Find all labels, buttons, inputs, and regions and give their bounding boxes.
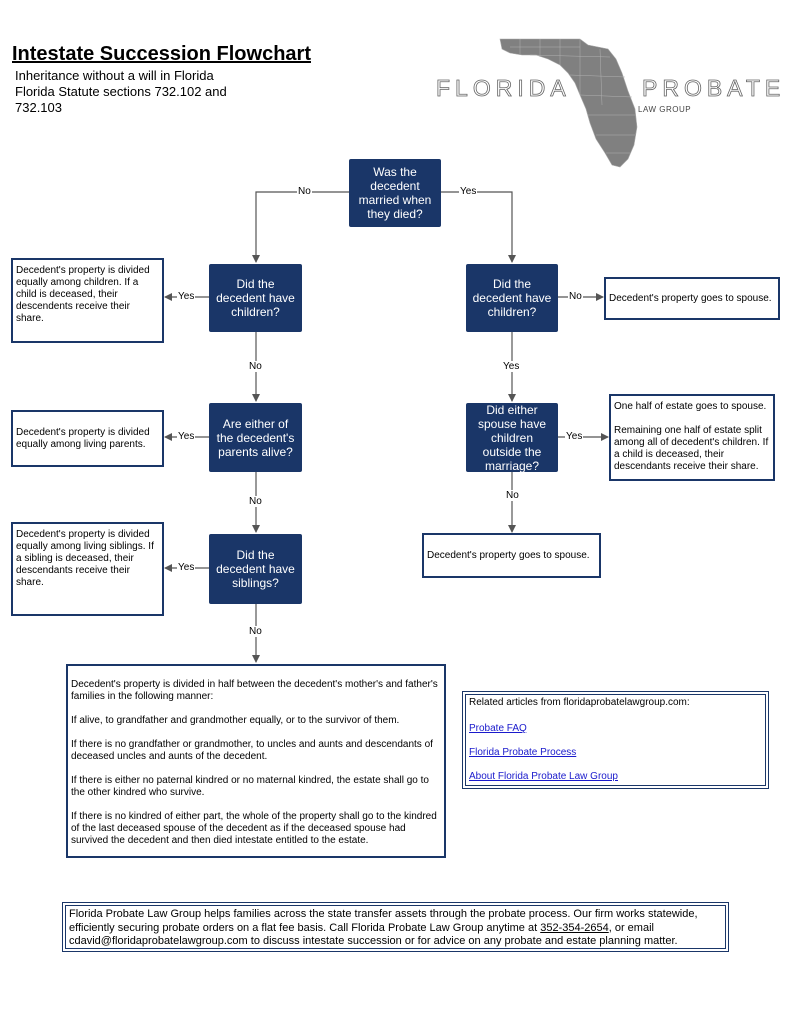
florida-probate-logo: FLORIDA PROBATE LAW GROUP	[430, 35, 790, 170]
question-unmarried-children-text: Did the decedent have children?	[216, 277, 295, 319]
outcome-spouse-only: Decedent's property goes to spouse.	[604, 277, 780, 320]
outcome-spouse-only-2-text: Decedent's property goes to spouse.	[427, 549, 590, 561]
subtitle-line-3: 732.103	[15, 100, 62, 115]
question-married-children-text: Did the decedent have children?	[472, 277, 552, 319]
logo-word-probate: PROBATE	[642, 75, 786, 102]
connector-married-no	[252, 191, 349, 263]
outcome-spouse-only-2: Decedent's property goes to spouse.	[422, 533, 601, 578]
outcome-split-estate: One half of estate goes to spouse. Remai…	[609, 394, 775, 481]
question-married-text: Was the decedent married when they died?	[358, 165, 432, 221]
outcome-spouse-only-text: Decedent's property goes to spouse.	[609, 292, 772, 304]
outcome-parents-text: Decedent's property is divided equally a…	[16, 426, 150, 450]
related-articles-heading: Related articles from floridaprobatelawg…	[469, 697, 690, 708]
footer-text-2: , or email cdavid@floridaprobatelawgroup…	[69, 921, 678, 948]
question-unmarried-children: Did the decedent have children?	[209, 264, 302, 332]
label-parents-yes: Yes	[177, 431, 196, 442]
outcome-kindred-p2: If alive, to grandfather and grandmother…	[71, 715, 400, 726]
label-spouse-children-yes: Yes	[565, 431, 584, 442]
outcome-parents: Decedent's property is divided equally a…	[11, 410, 164, 467]
connector-married-yes	[441, 191, 516, 263]
footer-panel: Florida Probate Law Group helps families…	[62, 902, 729, 952]
outcome-kindred-p3: If there is no grandfather or grandmothe…	[71, 739, 433, 762]
subtitle-line-1: Inheritance without a will in Florida	[15, 68, 214, 83]
logo-tagline: LAW GROUP	[638, 105, 692, 114]
outcome-split-estate-p2: Remaining one half of estate split among…	[614, 425, 769, 472]
link-probate-faq[interactable]: Probate FAQ	[469, 723, 527, 734]
question-siblings-text: Did the decedent have siblings?	[216, 548, 295, 590]
logo-word-florida: FLORIDA	[436, 75, 571, 102]
label-siblings-yes: Yes	[177, 562, 196, 573]
outcome-siblings-text: Decedent's property is divided equally a…	[16, 529, 154, 588]
outcome-kindred-p1: Decedent's property is divided in half b…	[71, 679, 438, 702]
question-spouse-children-outside-text: Did either spouse have children outside …	[477, 402, 547, 473]
question-married: Was the decedent married when they died?	[349, 159, 441, 227]
florida-map-icon	[499, 38, 638, 168]
outcome-kindred-p5: If there is no kindred of either part, t…	[71, 811, 437, 846]
question-spouse-children-outside: Did either spouse have children outside …	[466, 402, 558, 473]
question-parents-alive-text: Are either of the decedent's parents ali…	[216, 416, 295, 459]
footer-phone-link[interactable]: 352-354-2654	[540, 921, 609, 934]
question-married-children: Did the decedent have children?	[466, 264, 558, 332]
question-siblings: Did the decedent have siblings?	[209, 534, 302, 604]
subtitle-line-2: Florida Statute sections 732.102 and	[15, 84, 227, 99]
label-children-no: No	[248, 361, 263, 372]
link-florida-probate-process[interactable]: Florida Probate Process	[469, 747, 577, 758]
label-parents-no: No	[248, 496, 263, 507]
outcome-siblings: Decedent's property is divided equally a…	[11, 522, 164, 616]
footer-text-1: Florida Probate Law Group helps families…	[69, 908, 698, 934]
outcome-children: Decedent's property is divided equally a…	[11, 258, 164, 343]
label-married-no: No	[297, 186, 312, 197]
outcome-children-text: Decedent's property is divided equally a…	[16, 265, 150, 324]
page-subtitle: Inheritance without a will in Florida Fl…	[15, 68, 227, 116]
label-married-children-no: No	[568, 291, 583, 302]
outcome-grandparents-kindred: Decedent's property is divided in half b…	[66, 664, 446, 858]
label-spouse-children-no: No	[505, 490, 520, 501]
related-articles-panel: Related articles from floridaprobatelawg…	[462, 691, 769, 789]
outcome-split-estate-p1: One half of estate goes to spouse.	[614, 401, 767, 412]
outcome-kindred-p4: If there is either no paternal kindred o…	[71, 775, 429, 798]
label-married-children-yes: Yes	[502, 361, 521, 372]
label-married-yes: Yes	[459, 186, 478, 197]
page-title: Intestate Succession Flowchart	[12, 43, 311, 65]
label-children-yes: Yes	[177, 291, 196, 302]
label-siblings-no: No	[248, 626, 263, 637]
link-about-firm[interactable]: About Florida Probate Law Group	[469, 771, 618, 782]
question-parents-alive: Are either of the decedent's parents ali…	[209, 403, 302, 472]
